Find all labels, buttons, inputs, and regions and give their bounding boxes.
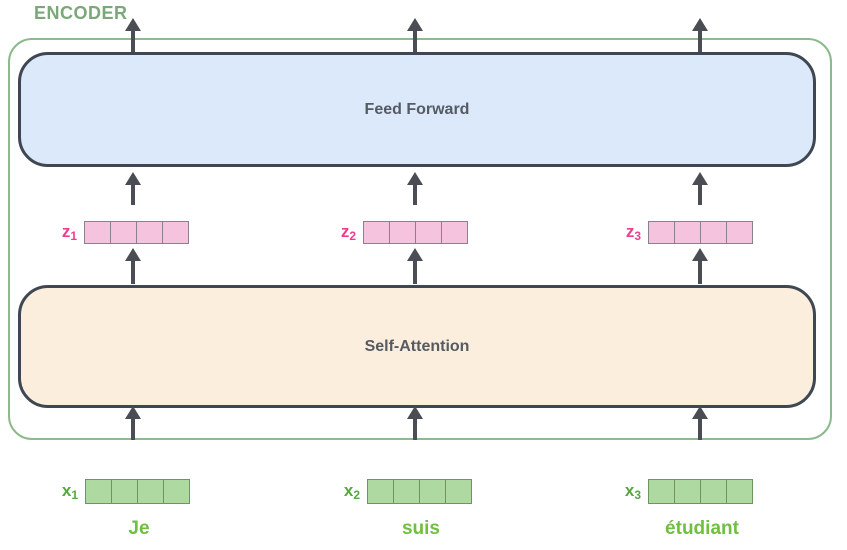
x3-label: x3 [624,481,641,502]
vector-cell [648,479,675,504]
arrow-head-icon [407,248,423,261]
feed-forward-label: Feed Forward [364,100,470,118]
z1-vector: z1 [62,221,189,244]
arrow-head-icon [407,172,423,185]
feed-forward-block: Feed Forward [18,52,816,167]
vector-cell [445,479,472,504]
token-word-1: Je [128,518,150,539]
arrow-shaft [698,415,702,440]
z2-label: z2 [340,222,356,243]
arrow-head-icon [125,18,141,31]
arrow-shaft [131,181,135,205]
arrow-shaft [698,27,702,55]
x2-cells [367,479,472,504]
x1-label: x1 [61,481,78,502]
vector-cell [726,479,753,504]
arrow-head-icon [407,406,423,419]
arrow-shaft [413,181,417,205]
output-arrow-3 [692,18,708,55]
arrow-shaft [413,257,417,284]
x3-cells [648,479,753,504]
encoder-outline-border [8,38,832,440]
vector-cell [163,479,190,504]
arrow-shaft [413,415,417,440]
z1-cells [84,221,189,244]
x1-vector: x1 [62,479,190,504]
self-attention-label: Self-Attention [364,337,470,355]
sa-to-z-arrow-3 [692,248,708,284]
arrow-head-icon [407,18,423,31]
z3-label: z3 [625,222,641,243]
arrow-head-icon [692,18,708,31]
vector-cell [367,479,394,504]
token-word-2: suis [401,518,441,539]
sa-to-z-arrow-2 [407,248,423,284]
z1-label: z1 [61,222,77,243]
vector-cell [110,221,137,244]
z2-cells [363,221,468,244]
z-to-ff-arrow-1 [125,172,141,205]
self-attention-block: Self-Attention [18,285,816,408]
z3-vector: z3 [626,221,753,244]
arrow-head-icon [692,172,708,185]
sa-to-z-arrow-1 [125,248,141,284]
vector-cell [85,479,112,504]
z-to-ff-arrow-3 [692,172,708,205]
arrow-head-icon [125,248,141,261]
x2-label: x2 [343,481,360,502]
arrow-head-icon [125,172,141,185]
arrow-shaft [131,27,135,55]
vector-cell [674,221,701,244]
arrow-head-icon [692,248,708,261]
vector-cell [700,479,727,504]
output-arrow-2 [407,18,423,55]
x1-cells [85,479,190,504]
z-to-ff-arrow-2 [407,172,423,205]
vector-cell [393,479,420,504]
vector-cell [136,221,163,244]
arrow-shaft [698,257,702,284]
vector-cell [363,221,390,244]
vector-cell [441,221,468,244]
vector-cell [389,221,416,244]
z2-vector: z2 [341,221,468,244]
token-word-3: étudiant [665,518,739,539]
vector-cell [415,221,442,244]
arrow-shaft [131,257,135,284]
vector-cell [726,221,753,244]
vector-cell [700,221,727,244]
vector-cell [162,221,189,244]
vector-cell [674,479,701,504]
x2-vector: x2 [344,479,472,504]
x3-vector: x3 [625,479,753,504]
arrow-shaft [131,415,135,440]
vector-cell [137,479,164,504]
vector-cell [111,479,138,504]
arrow-shaft [413,27,417,55]
z3-cells [648,221,753,244]
encoder-title: ENCODER [34,3,128,23]
input-arrow-2 [407,406,423,440]
vector-cell [84,221,111,244]
output-arrow-1 [125,18,141,55]
arrow-shaft [698,181,702,205]
vector-cell [648,221,675,244]
arrow-head-icon [125,406,141,419]
input-arrow-1 [125,406,141,440]
input-arrow-3 [692,406,708,440]
arrow-head-icon [692,406,708,419]
vector-cell [419,479,446,504]
